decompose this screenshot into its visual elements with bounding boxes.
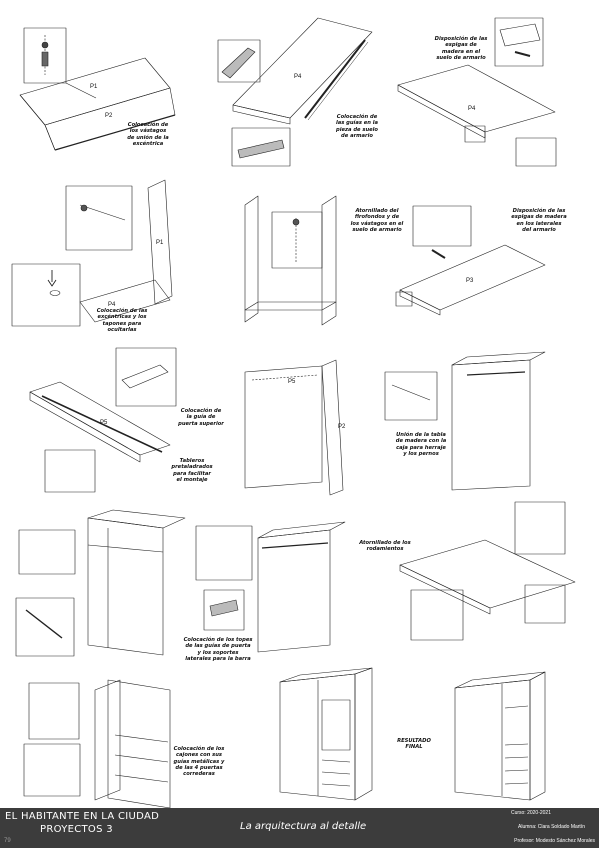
label-p5b: P5 <box>288 379 296 385</box>
footer-course-title: PROYECTOS 3 <box>40 824 113 835</box>
footer-student: Alumna: Clara Soldado Martín <box>518 824 585 830</box>
caption-step2: Colocación de las guías en la pieza de s… <box>335 114 379 139</box>
caption-final: RESULTADO FINAL <box>397 738 431 751</box>
step13-drawers-drawing <box>23 679 171 808</box>
step12-rollers-drawing <box>399 501 576 641</box>
caption-step5: Atornillado del firofondos y de los vást… <box>350 208 404 233</box>
label-p5: P5 <box>100 420 108 426</box>
label-p4c: P4 <box>108 302 116 308</box>
label-p4: P4 <box>294 74 302 80</box>
step14-closed-wardrobe-drawing <box>279 667 373 801</box>
caption-step4: Colocación de las excéntricas y los tapo… <box>96 308 148 333</box>
footer-bar: EL HABITANTE EN LA CIUDAD PROYECTOS 3 79… <box>0 808 599 848</box>
footer-subtitle: La arquitectura al detalle <box>240 821 367 832</box>
label-p1: P1 <box>90 84 98 90</box>
caption-step9: Unión de la tabla de madera con la caja … <box>395 432 447 457</box>
step8-frame-drawing: P5 P2 <box>244 359 346 496</box>
step4-excentricas-drawing: P1 P4 <box>11 179 173 327</box>
step15-open-wardrobe-drawing <box>454 671 546 801</box>
step5-frame-drawing <box>244 195 337 326</box>
step9-box-drawing <box>384 351 546 491</box>
caption-step3: Disposición de las espigas de madera en … <box>434 36 488 61</box>
step1-boards-drawing: P1 P2 <box>19 27 176 151</box>
assembly-drawings: P1 P2 P4 P4 P1 P4 <box>11 17 576 808</box>
caption-step6: Disposición de las espigas de madera en … <box>511 208 567 233</box>
label-p4b: P4 <box>468 106 476 112</box>
caption-step11: Colocación de los topes de las guías de … <box>183 637 253 662</box>
caption-step7b: Tableros pretaladrados para facilitar el… <box>171 458 213 483</box>
footer-title: EL HABITANTE EN LA CIUDAD <box>5 811 160 822</box>
step3-dowels-drawing: P4 <box>397 17 557 167</box>
caption-step13: Colocación de los cajones con sus guías … <box>173 746 225 778</box>
caption-step1: Colocación de los vástagos de unión de l… <box>127 122 169 147</box>
label-p2: P2 <box>105 113 113 119</box>
label-p1b: P1 <box>156 240 164 246</box>
step10-structure-drawing <box>15 509 186 657</box>
step6-p3-drawing: P3 <box>395 205 546 316</box>
label-p3: P3 <box>466 278 474 284</box>
label-p2b: P2 <box>338 424 346 430</box>
caption-step7a: Colocación de la guía de puerta superior <box>178 408 224 427</box>
footer-professor: Profesor: Modesto Sánchez Morales <box>514 838 595 844</box>
step2-rail-drawing: P4 <box>217 17 373 167</box>
caption-step12: Atornillado de los rodamientos <box>359 540 411 553</box>
footer-course-year: Curso: 2020-2021 <box>510 810 551 816</box>
page-number: 79 <box>4 838 11 844</box>
step11-topes-drawing <box>195 521 346 653</box>
step7-guide-drawing: P5 <box>29 347 177 493</box>
